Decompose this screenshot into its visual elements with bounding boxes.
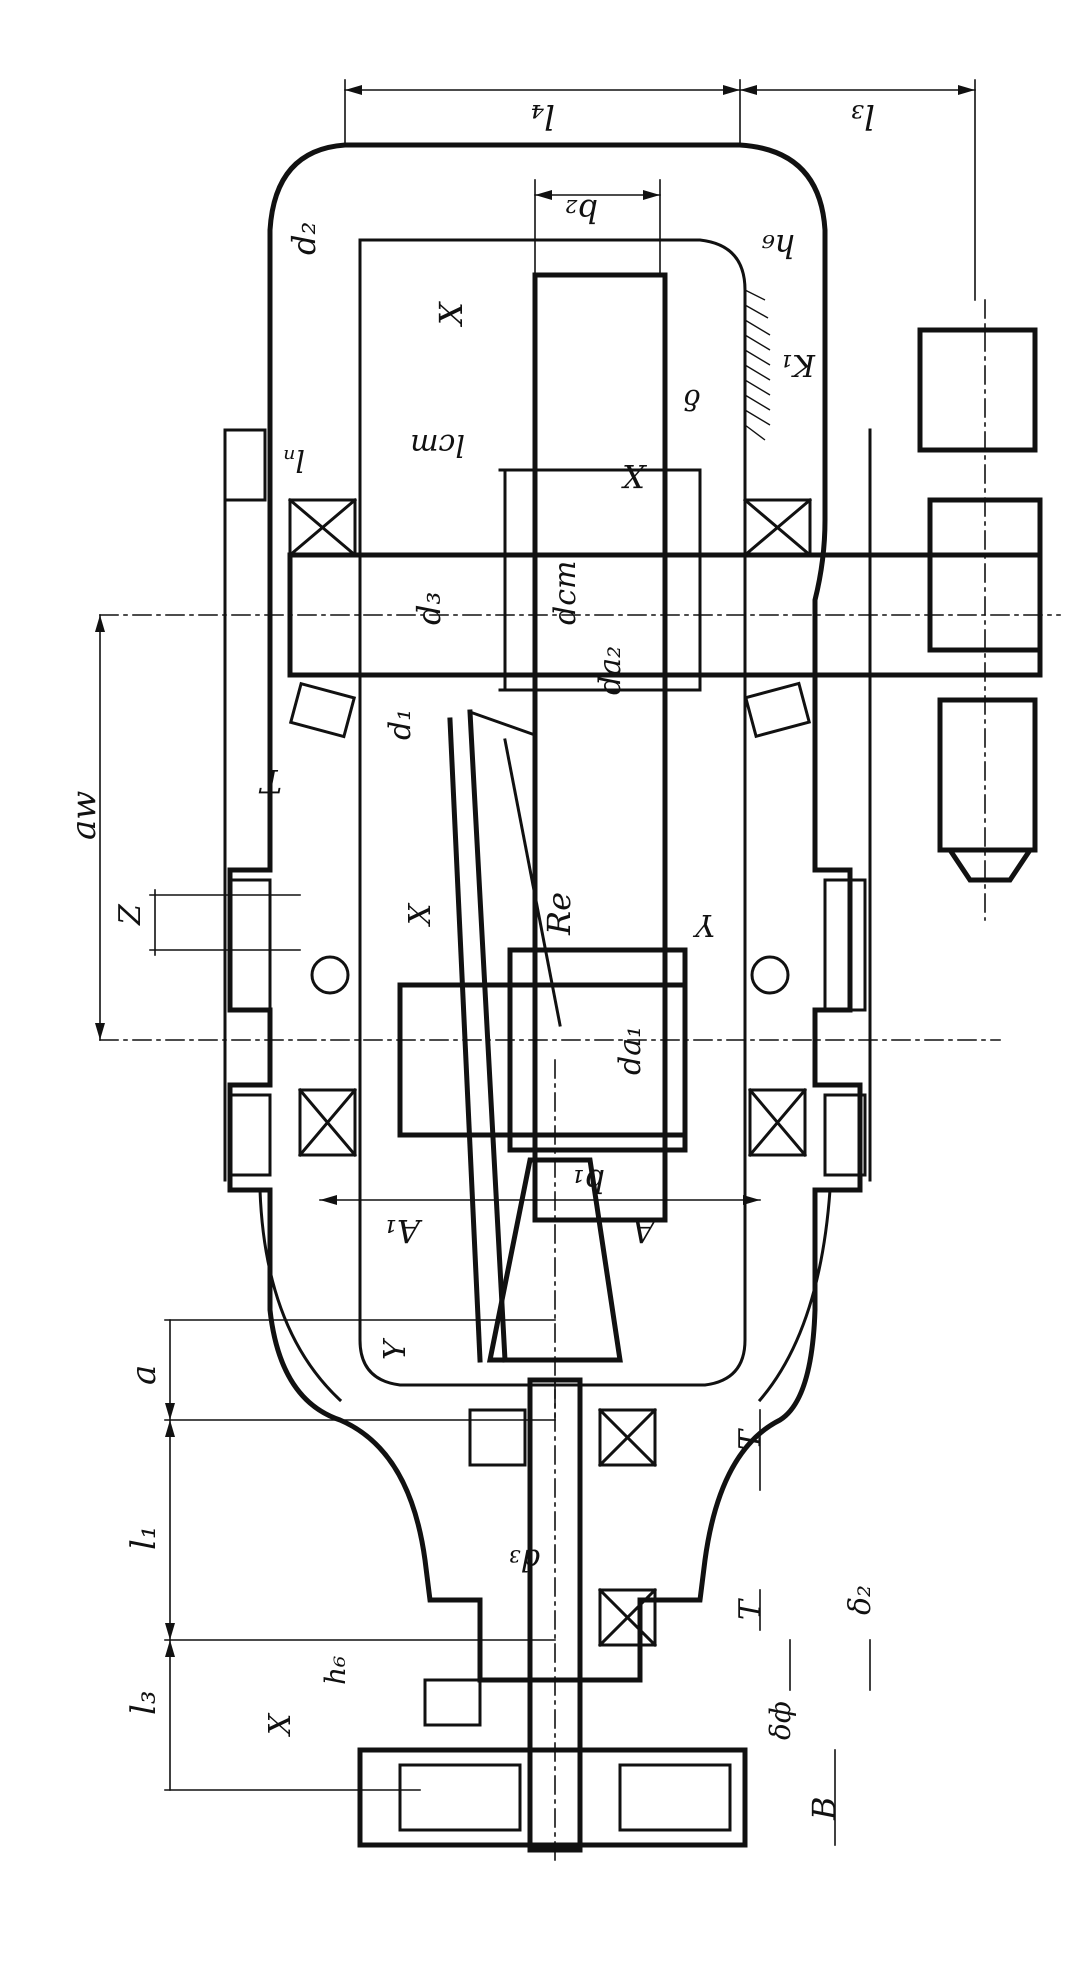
label-delta: δ (683, 383, 700, 416)
label-da1: da₁ (613, 1026, 648, 1075)
label-l4: l₄ (530, 96, 555, 136)
label-x-1: X (432, 301, 470, 328)
label-h6-top: h₆ (761, 227, 795, 265)
label-d2: d₂ (285, 222, 323, 255)
label-a-lower: a (124, 1365, 164, 1385)
label-d3-bottom: d₃ (509, 1542, 540, 1577)
gap-hatch (744, 289, 771, 441)
label-dcm: dcm (548, 561, 583, 625)
label-lcm: lcm (410, 427, 465, 462)
bevel-pinion (447, 709, 623, 1421)
label-y-1: Y (692, 907, 715, 942)
label-b1: b₁ (572, 1162, 605, 1200)
input-shaft (99, 947, 1001, 1158)
vertical-input-shaft (357, 1377, 748, 1861)
label-h6-bottom: h₆ (319, 1656, 352, 1685)
left-dimensions (95, 614, 871, 1846)
label-da2: da₂ (593, 646, 628, 695)
output-shaft (99, 299, 1061, 921)
label-b: B (805, 1796, 843, 1821)
label-z: Z (113, 903, 148, 926)
label-x-3: X (403, 902, 438, 927)
label-t-3: T (733, 1598, 768, 1620)
label-aw: aw (64, 791, 104, 840)
label-re: Re (540, 892, 578, 936)
label-ln: lₙ (283, 442, 305, 477)
label-x-2: X (621, 457, 648, 495)
dimension-labels: l₄ l₃ d₂ b₂ h₆ X K₁ δ lₙ lcm X d₃ dcm da… (64, 96, 878, 1821)
label-x-4: X (263, 1712, 298, 1737)
label-y-2: Y (378, 1337, 413, 1360)
label-a1: A₁ (384, 1212, 423, 1250)
label-l1: l₁ (124, 1525, 164, 1550)
bevel-wheel (498, 272, 771, 1223)
top-dimensions (344, 79, 976, 301)
label-k1: K₁ (781, 347, 816, 382)
label-a: A (632, 1212, 658, 1250)
label-d3: d₃ (410, 592, 448, 625)
label-t-2: T (733, 1428, 768, 1450)
label-delta-phi: δф (764, 1701, 797, 1740)
label-t-1: T (258, 762, 282, 800)
label-delta2: δ₂ (843, 1585, 878, 1615)
label-d1: d₁ (383, 709, 418, 740)
label-l3-top: l₃ (850, 96, 875, 136)
label-l3-bottom: l₃ (124, 1690, 164, 1715)
label-b2: b₂ (565, 192, 598, 230)
